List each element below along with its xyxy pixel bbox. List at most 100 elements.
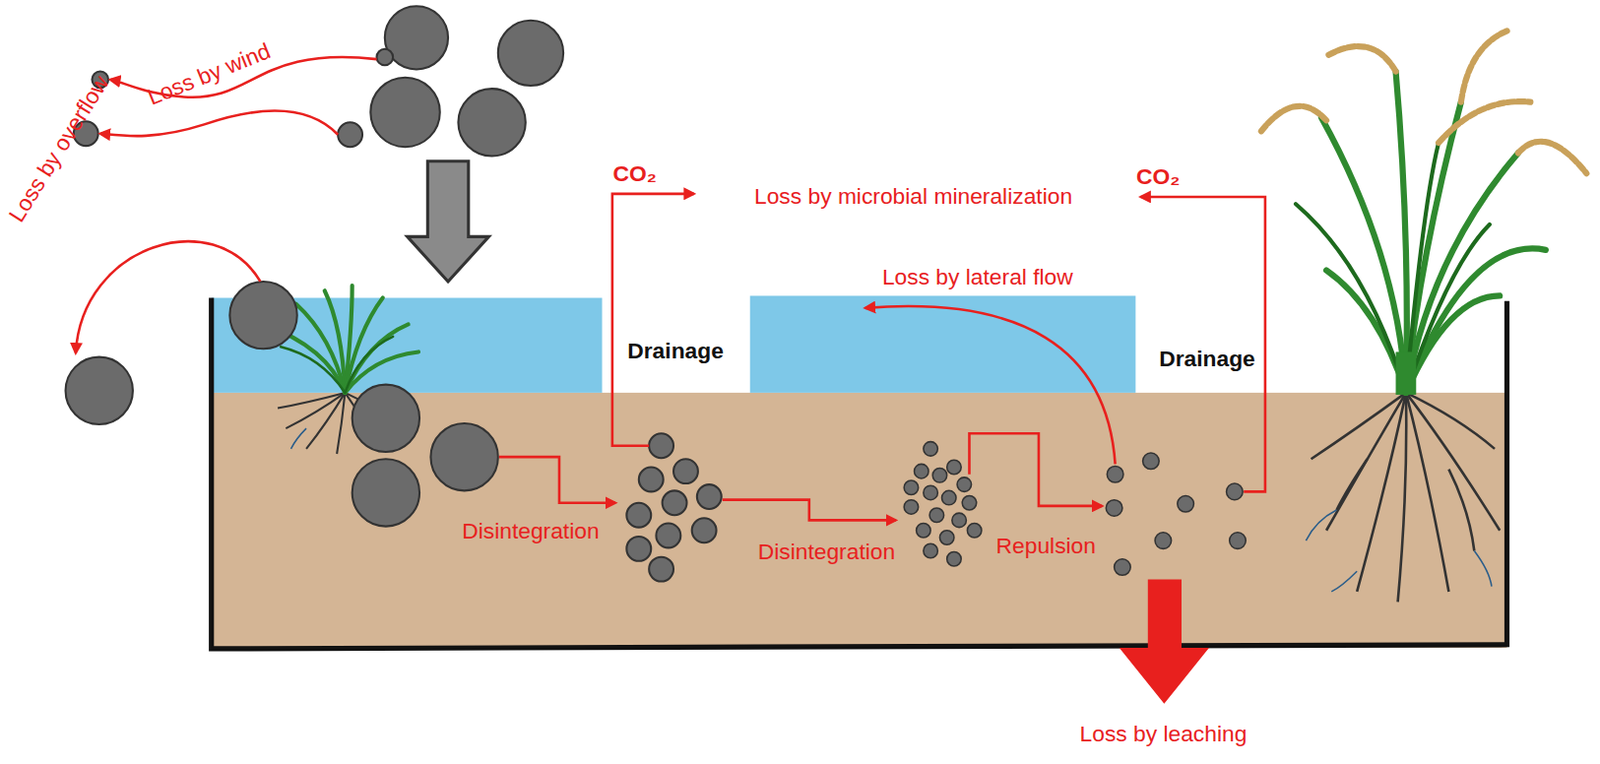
leaf	[1406, 224, 1490, 393]
plant-roots-fine	[1305, 510, 1492, 592]
plant-leaves-dark	[1295, 142, 1490, 393]
particle	[673, 458, 699, 484]
particle	[370, 77, 440, 147]
particle	[457, 88, 525, 156]
loss-label: Loss by lateral flow	[882, 265, 1074, 289]
panicle	[1260, 106, 1327, 133]
particle	[662, 490, 688, 515]
overflow-arrow	[75, 241, 261, 353]
particle	[1177, 496, 1195, 513]
particle	[952, 512, 967, 528]
root	[1406, 392, 1500, 531]
loss-label: Loss by microbial mineralization	[754, 186, 1073, 209]
process-label: Disintegration	[758, 540, 896, 564]
particle	[923, 543, 939, 559]
particle	[939, 530, 955, 546]
particle	[639, 467, 664, 493]
particle	[377, 49, 394, 66]
panicle	[1438, 101, 1531, 143]
gas-label: CO₂	[612, 163, 656, 187]
particle	[903, 500, 919, 515]
root	[285, 392, 345, 429]
particle	[498, 20, 564, 86]
loss-label: Loss by leaching	[1080, 723, 1248, 747]
plant-leaves	[1321, 71, 1546, 393]
particle	[430, 423, 498, 491]
particle	[352, 458, 420, 526]
root	[1326, 392, 1407, 531]
field-container	[211, 298, 1508, 649]
drainage-label: Drainage	[627, 339, 724, 363]
root	[291, 428, 308, 449]
particle	[65, 357, 133, 425]
particle	[932, 468, 948, 484]
particle	[692, 517, 717, 543]
root	[1331, 571, 1357, 592]
panicle	[1326, 46, 1396, 72]
drainage-label: Drainage	[1158, 347, 1256, 371]
particle	[1143, 452, 1160, 470]
repelled-particles	[1105, 452, 1246, 576]
root	[336, 392, 345, 454]
root	[277, 392, 345, 409]
panicle	[1461, 30, 1509, 103]
gas-label: CO₂	[1136, 165, 1180, 189]
repulsion-arrow	[968, 433, 1102, 507]
loss-label: Loss by wind	[144, 39, 274, 110]
particle	[903, 480, 919, 496]
particle	[1226, 483, 1244, 501]
water	[750, 295, 1137, 392]
particle	[1229, 532, 1247, 550]
plant-roots	[1311, 392, 1501, 602]
leaf	[1295, 203, 1407, 393]
process-label: Disintegration	[461, 520, 599, 544]
particle	[942, 490, 958, 506]
plant-stem	[1396, 351, 1417, 395]
panicle	[1518, 141, 1587, 174]
leaf	[296, 304, 346, 393]
leaf	[1406, 248, 1546, 392]
lateral-flow-arrow	[865, 306, 1116, 464]
mineralization-arrow	[612, 193, 695, 447]
leaching-arrow	[1119, 578, 1210, 704]
root	[1406, 392, 1495, 449]
process-label: Repulsion	[996, 534, 1096, 558]
particle	[1154, 532, 1172, 550]
rice-panicles	[1260, 30, 1588, 174]
wind-arrow	[100, 110, 338, 136]
root	[1473, 550, 1492, 586]
root	[1448, 469, 1474, 552]
particle	[697, 484, 722, 510]
root	[1336, 458, 1367, 511]
particle	[648, 433, 674, 458]
leaf	[1406, 295, 1500, 392]
particle	[957, 477, 972, 493]
disintegration-arrow	[722, 500, 896, 521]
particle	[648, 557, 674, 582]
particle	[916, 522, 932, 538]
particle	[966, 522, 982, 538]
particle	[961, 496, 977, 512]
particle	[914, 463, 930, 479]
particle	[337, 122, 363, 147]
particle	[1106, 465, 1124, 483]
loss-label: Loss by overflow	[4, 71, 113, 226]
loss-arrows	[75, 57, 1266, 520]
particle	[1105, 500, 1123, 517]
particle	[655, 522, 681, 548]
leaf	[1326, 270, 1407, 393]
biochar-particles	[65, 5, 565, 526]
particle	[923, 442, 939, 457]
leaf	[280, 346, 345, 393]
disintegration-arrow	[499, 456, 616, 504]
root	[1311, 392, 1407, 459]
disintegrated-particles	[626, 433, 721, 581]
root	[1398, 392, 1408, 602]
application-arrow	[407, 161, 490, 282]
leaf	[1396, 71, 1408, 393]
particle	[923, 485, 939, 501]
particle	[1114, 559, 1132, 576]
particle	[384, 5, 448, 69]
